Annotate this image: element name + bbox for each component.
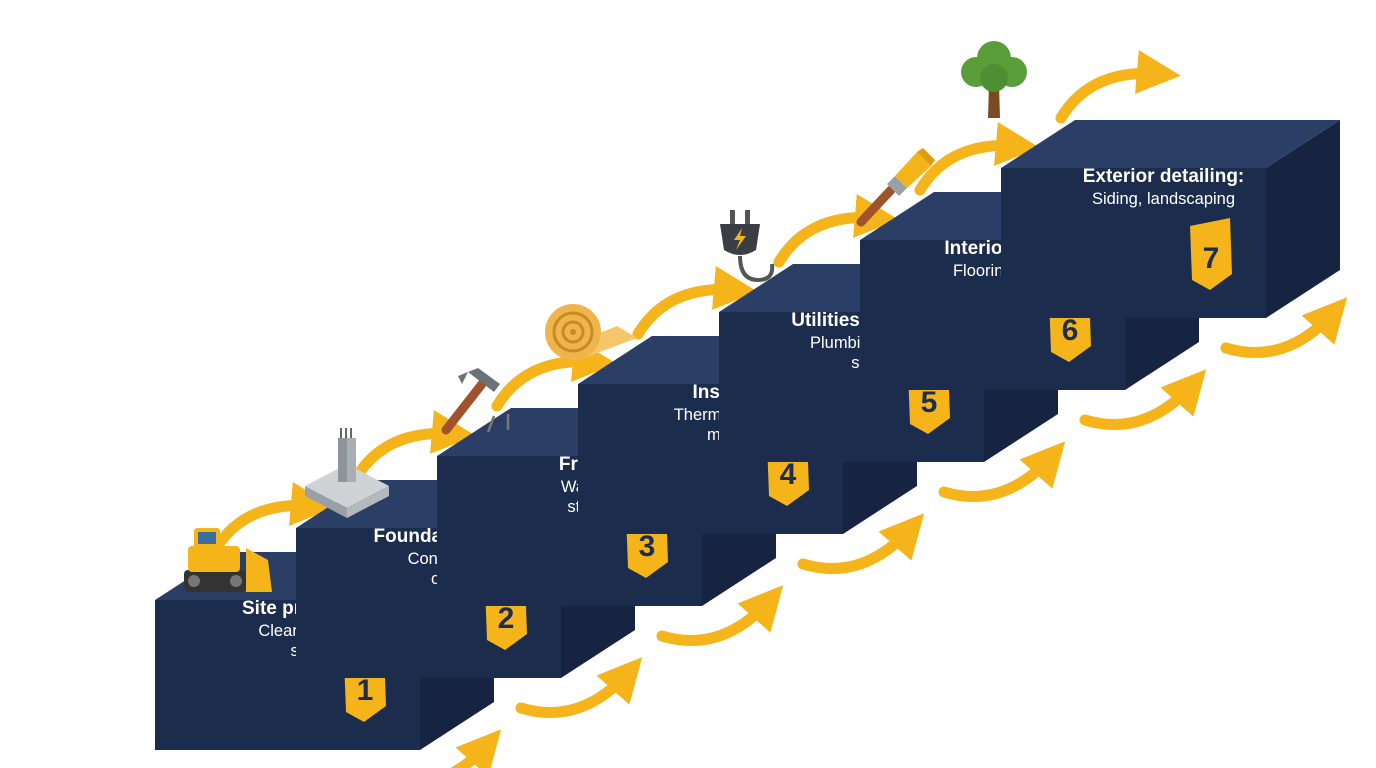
paintbrush-icon xyxy=(856,148,935,227)
step-number: 3 xyxy=(639,530,656,563)
bulldozer-icon xyxy=(184,528,272,592)
step-title: Exterior detailing: xyxy=(1083,166,1245,187)
badge-shape xyxy=(1190,218,1232,290)
bottom-arrows xyxy=(450,297,1348,768)
arrow xyxy=(491,338,617,412)
concrete-slab-icon xyxy=(305,428,389,518)
arrow xyxy=(914,122,1040,196)
insulation-roll-icon xyxy=(545,304,637,360)
arrow xyxy=(1055,50,1181,124)
step-number: 2 xyxy=(498,602,515,635)
step-number-badge: 7 xyxy=(1190,218,1232,290)
arrow xyxy=(656,585,784,646)
arrow xyxy=(1220,297,1348,358)
step-number: 1 xyxy=(357,674,374,707)
arrow xyxy=(209,482,335,556)
arrow xyxy=(938,441,1066,502)
step-description: Siding, landscaping xyxy=(1092,190,1235,208)
step-block-7: Exterior detailing: Siding, landscaping 7 xyxy=(961,41,1340,318)
top-arrows xyxy=(209,50,1181,556)
step-number: 4 xyxy=(780,458,797,491)
arrow xyxy=(1079,369,1207,430)
step-number: 7 xyxy=(1203,242,1220,275)
block-top-face xyxy=(1001,120,1340,168)
arrow xyxy=(797,513,925,574)
step-number: 5 xyxy=(921,386,938,419)
step-number: 6 xyxy=(1062,314,1079,347)
arrow xyxy=(632,266,758,340)
block-side-face xyxy=(1266,120,1340,318)
arrow xyxy=(350,410,476,484)
arrow xyxy=(515,657,643,718)
electric-plug-icon xyxy=(720,210,775,283)
hammer-icon xyxy=(441,368,510,435)
tree-icon xyxy=(961,41,1027,118)
step-blocks: Site preparation:Clear land, levelsurfac… xyxy=(155,41,1340,750)
arrow xyxy=(450,729,502,768)
